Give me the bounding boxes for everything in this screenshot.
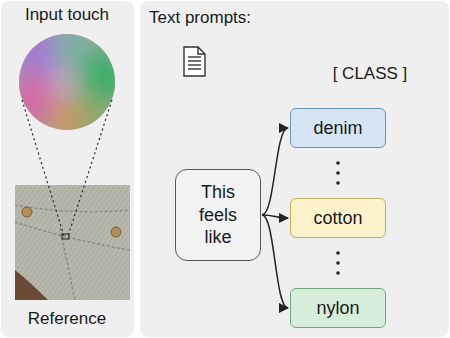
right-panel: [140, 1, 449, 337]
node-text: denim: [313, 117, 362, 140]
contact-patch: [62, 234, 69, 239]
leader-line: [22, 100, 64, 236]
leader-line: [68, 100, 112, 236]
tactile-image: [9, 20, 130, 140]
arrow-connector: [262, 128, 288, 215]
arrow-connector: [262, 215, 288, 308]
reference-photo: [15, 185, 130, 300]
left-panel: [1, 1, 134, 337]
node-text: nylon: [316, 297, 359, 320]
document-icon: [184, 47, 205, 76]
node-text: This feels like: [183, 181, 253, 249]
text-label: Input touch: [25, 5, 109, 25]
text-label: Text prompts:: [149, 8, 251, 28]
class-box: denim: [290, 108, 386, 148]
text-label: Reference: [28, 309, 106, 329]
class-box: nylon: [290, 288, 386, 328]
class-box: cotton: [290, 198, 386, 238]
prompt-box: This feels like: [175, 169, 261, 261]
node-text: cotton: [313, 207, 362, 230]
text-label: [ CLASS ]: [333, 64, 408, 84]
